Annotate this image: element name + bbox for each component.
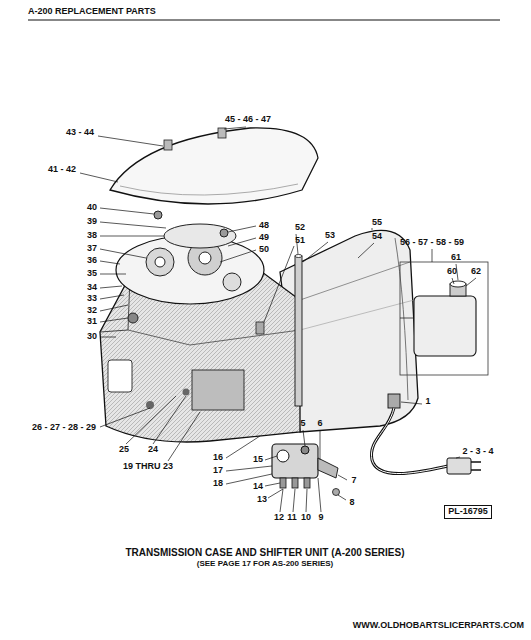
plug <box>447 458 471 474</box>
callout-number: 61 <box>451 253 461 263</box>
callout-number: 17 <box>213 466 223 476</box>
callout-number: 9 <box>318 513 323 523</box>
callout-number: 43 - 44 <box>66 128 94 138</box>
callout-number: 30 <box>87 332 97 342</box>
callout-number: 14 <box>253 482 263 492</box>
callout-number: 2 - 3 - 4 <box>462 447 493 457</box>
website-footer: WWW.OLDHOBARTSLICERPARTS.COM <box>353 621 524 631</box>
callout-number: 54 <box>372 232 382 242</box>
callout-number: 48 <box>259 221 269 231</box>
callout-number: 13 <box>257 495 267 505</box>
callout-number: 56 - 57 - 58 - 59 <box>400 238 464 248</box>
page-header: A-200 REPLACEMENT PARTS <box>28 7 156 17</box>
callout-number: 35 <box>87 269 97 279</box>
callout-number: 12 <box>274 513 284 523</box>
diagram-title: TRANSMISSION CASE AND SHIFTER UNIT (A-20… <box>125 547 404 558</box>
callout-number: 37 <box>87 244 97 254</box>
callout-number: 52 <box>295 223 305 233</box>
capacitor-frame <box>400 262 488 375</box>
power-cord <box>371 408 448 474</box>
header-rule <box>28 19 500 20</box>
callout-number: 41 - 42 <box>48 165 76 175</box>
shifter-lever <box>318 458 338 478</box>
capacitor <box>414 296 476 356</box>
callout-number: 19 THRU 23 <box>123 462 173 472</box>
callout-number: 49 <box>259 233 269 243</box>
callout-number: 55 <box>372 218 382 228</box>
callout-number: 6 <box>317 419 322 429</box>
cover <box>110 128 318 204</box>
callout-number: 11 <box>287 513 297 523</box>
callout-number: 36 <box>87 256 97 266</box>
callout-number: 39 <box>87 217 97 227</box>
cover-screw <box>218 128 226 138</box>
callout-number: 25 <box>119 445 129 455</box>
callout-number: 53 <box>325 231 335 241</box>
side-plate <box>192 370 244 410</box>
cord-grommet <box>388 394 400 408</box>
case-opening <box>108 360 132 392</box>
callout-number: 16 <box>213 453 223 463</box>
callout-number: 8 <box>349 498 354 508</box>
motor-housing <box>280 230 418 432</box>
callout-number: 32 <box>87 306 97 316</box>
callout-number: 18 <box>213 479 223 489</box>
diagram-caption: (SEE PAGE 17 FOR AS-200 SERIES) <box>197 560 333 569</box>
gear <box>146 248 174 276</box>
leader-lines <box>80 127 476 512</box>
dowel <box>128 313 138 323</box>
cover-screw <box>164 140 172 150</box>
callout-number: 5 <box>300 419 305 429</box>
shifter-block <box>272 444 318 478</box>
callout-number: 50 <box>259 245 269 255</box>
callout-number: 33 <box>87 294 97 304</box>
callout-number: 7 <box>351 476 356 486</box>
callout-number: 24 <box>148 445 158 455</box>
callout-number: 40 <box>87 203 97 213</box>
callout-number: 15 <box>253 455 263 465</box>
callout-number: 51 <box>295 236 305 246</box>
callout-number: 26 - 27 - 28 - 29 <box>32 423 96 433</box>
drawing-number-box: PL-16795 <box>444 505 492 519</box>
callout-number: 60 <box>447 267 457 277</box>
bearing-plate <box>164 224 236 248</box>
callout-number: 10 <box>301 513 311 523</box>
callout-number: 1 <box>425 397 430 407</box>
drawing-number: PL-16795 <box>448 507 488 517</box>
callout-number: 62 <box>471 267 481 277</box>
callout-number: 34 <box>87 283 97 293</box>
callout-number: 31 <box>87 317 97 327</box>
callout-number: 45 - 46 - 47 <box>225 115 271 125</box>
shifter-rod <box>295 256 302 406</box>
callout-number: 38 <box>87 231 97 241</box>
